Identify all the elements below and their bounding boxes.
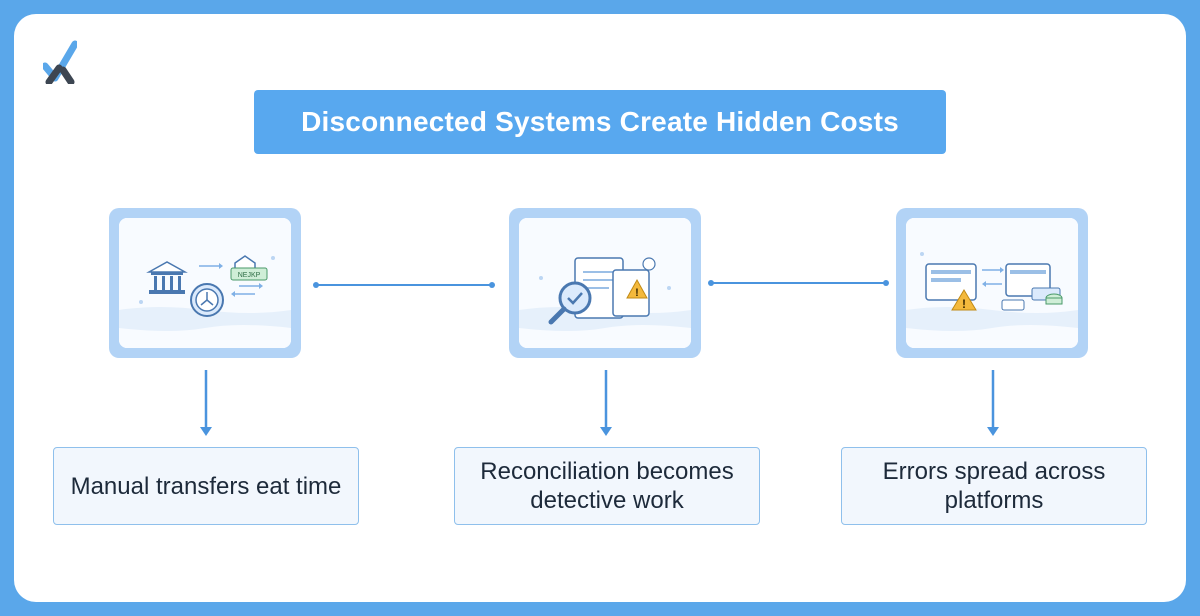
step-1-label-text: Manual transfers eat time — [70, 472, 342, 500]
svg-text:!: ! — [962, 297, 966, 311]
magnifier-document-warning-illustration: ! — [519, 218, 691, 348]
bank-clock-transfer-illustration: NEJKP — [119, 218, 291, 348]
step-2-label: Reconciliation becomes detective work — [454, 447, 760, 525]
step-1-illustration-frame: NEJKP — [109, 208, 301, 358]
step-3-illustration-frame: ! — [896, 208, 1088, 358]
step-2-label-text: Reconciliation becomes detective work — [480, 458, 734, 514]
page-title: Disconnected Systems Create Hidden Costs — [254, 90, 946, 154]
step-3-label: Errors spread across platforms — [841, 447, 1147, 525]
brand-logo-icon — [43, 40, 77, 84]
step-3-label-text: Errors spread across platforms — [882, 458, 1106, 514]
screens-warning-illustration: ! — [906, 218, 1078, 348]
step-2-illustration-frame: ! — [509, 208, 701, 358]
svg-text:!: ! — [635, 287, 639, 299]
badge-text: NEJKP — [238, 272, 261, 279]
step-1-label: Manual transfers eat time — [53, 447, 359, 525]
